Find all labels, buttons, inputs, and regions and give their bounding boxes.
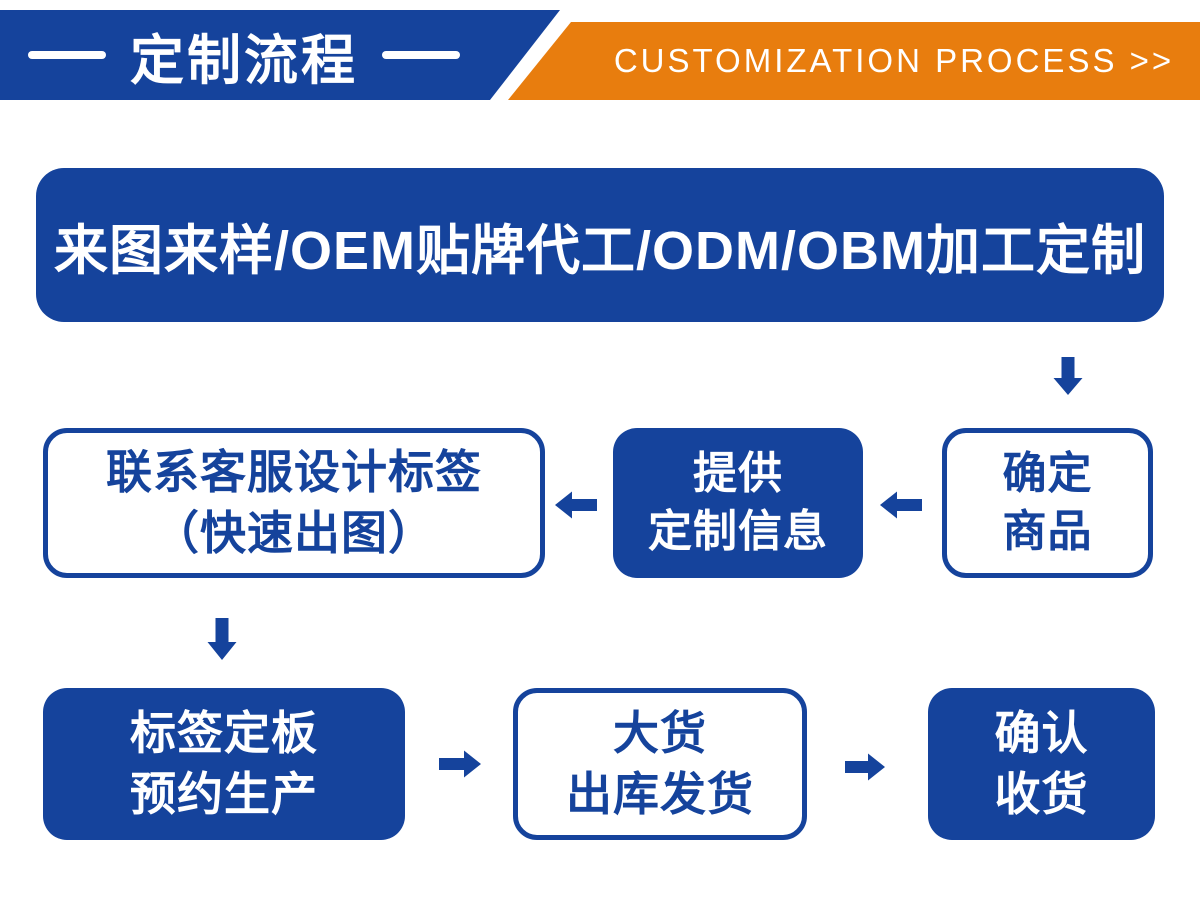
- step-line: 确认: [994, 707, 1089, 760]
- step-line: 标签定板: [130, 707, 318, 760]
- step-line: 商品: [1002, 507, 1093, 556]
- hero-banner: 来图来样/OEM贴牌代工/ODM/OBM加工定制: [36, 168, 1164, 322]
- title-dash-left: [28, 51, 106, 59]
- header-blue-ribbon: 定制流程: [0, 10, 560, 100]
- step-confirm-product: 确定 商品: [942, 428, 1153, 578]
- step-line: 定制信息: [648, 507, 828, 556]
- arrow-right-icon: [439, 749, 481, 779]
- step-label-plate-schedule-production: 标签定板 预约生产: [43, 688, 405, 840]
- step-contact-service-design-label: 联系客服设计标签 （快速出图）: [43, 428, 545, 578]
- page-title: 定制流程: [130, 30, 358, 91]
- step-line: 收货: [994, 768, 1089, 820]
- arrow-down-icon: [206, 618, 238, 660]
- step-line: 预约生产: [130, 768, 318, 820]
- title-dash-right: [382, 51, 460, 59]
- arrow-left-icon: [555, 490, 597, 520]
- arrow-down-icon: [1052, 357, 1084, 395]
- step-line: 出库发货: [566, 768, 754, 820]
- step-line: （快速出图）: [153, 507, 435, 559]
- step-bulk-warehouse-shipping: 大货 出库发货: [513, 688, 807, 840]
- step-line: 提供: [693, 448, 783, 498]
- arrow-left-icon: [880, 490, 922, 520]
- step-line: 大货: [613, 707, 707, 760]
- step-confirm-receipt: 确认 收货: [928, 688, 1155, 840]
- header-subtitle: CUSTOMIZATION PROCESS >>: [613, 42, 1175, 79]
- header-orange-ribbon: CUSTOMIZATION PROCESS >>: [508, 22, 1200, 100]
- step-line: 确定: [1002, 448, 1093, 498]
- arrow-right-icon: [845, 752, 885, 782]
- step-line: 联系客服设计标签: [106, 446, 482, 499]
- step-provide-custom-info: 提供 定制信息: [613, 428, 863, 578]
- hero-banner-text: 来图来样/OEM贴牌代工/ODM/OBM加工定制: [54, 220, 1146, 281]
